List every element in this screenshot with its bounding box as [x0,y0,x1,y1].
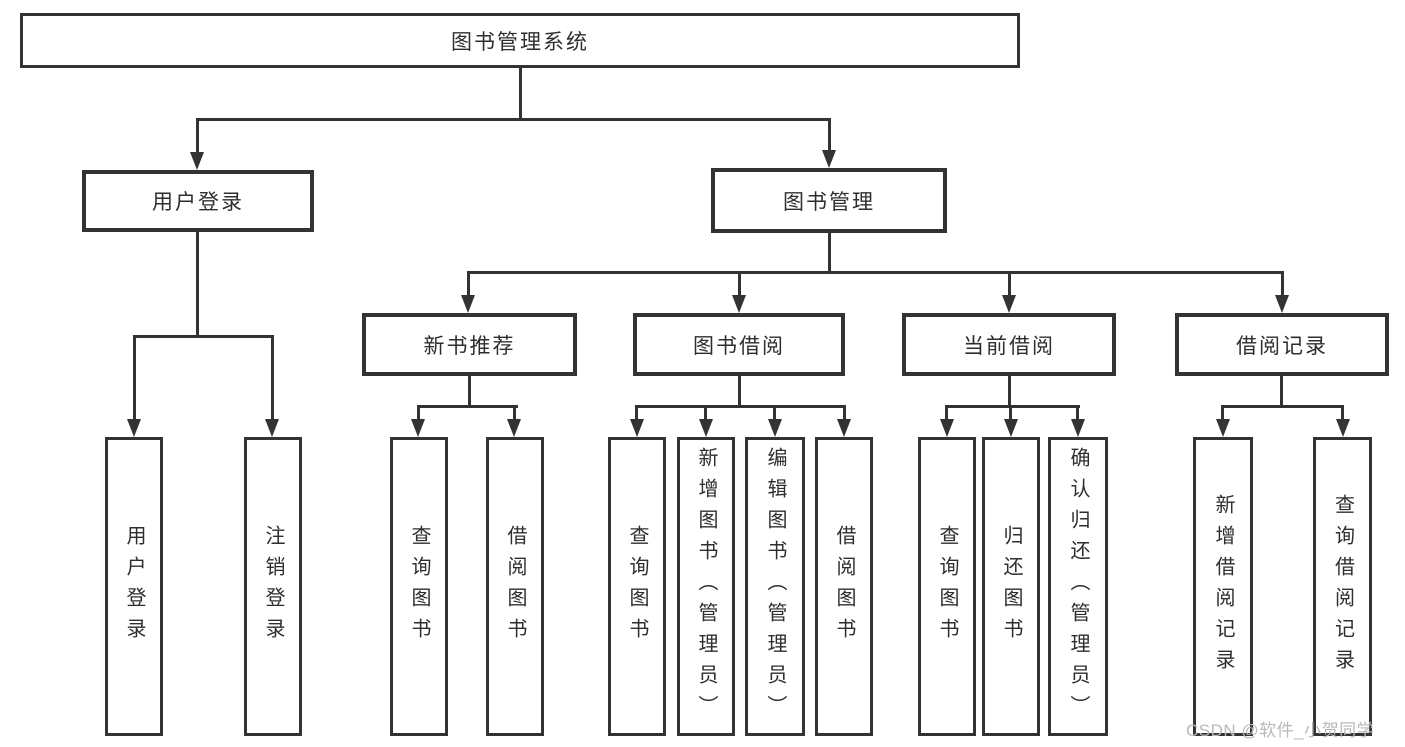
node-book-borrowing: 图书借阅 [633,313,845,376]
node-label: 借阅记录 [1236,334,1328,358]
connector-line [519,68,522,121]
node-label: 用户登录 [152,191,244,214]
node-label: 新书推荐 [423,334,516,358]
node-book-management: 图书管理 [711,168,947,233]
arrow-down-icon [768,419,782,437]
node-label: 当前借阅 [963,334,1055,358]
connector-line [1008,271,1011,298]
leaf-label: 新增图书（管理员） [695,447,717,726]
connector-line [513,405,516,422]
leaf-label: 借阅图书 [504,524,526,649]
leaf-label: 借阅图书 [833,524,855,649]
arrow-down-icon [1336,419,1350,437]
arrow-down-icon [1275,295,1289,313]
connector-line [1221,405,1344,408]
connector-line [467,271,470,298]
leaf-label: 归还图书 [1000,524,1022,649]
connector-line [773,405,776,422]
arrow-down-icon [822,150,836,168]
connector-line [738,376,741,408]
connector-line [196,232,199,338]
node-new-book-recommendation: 新书推荐 [362,313,577,376]
leaf-query-borrow-record: 查询借阅记录 [1313,437,1372,736]
connector-line [828,118,831,153]
arrow-down-icon [1004,419,1018,437]
connector-line [945,405,1080,408]
leaf-label: 查询图书 [936,524,958,649]
arrow-down-icon [265,419,279,437]
arrow-down-icon [1071,419,1085,437]
leaf-query-books-borrowing: 查询图书 [608,437,666,736]
arrow-down-icon [630,419,644,437]
leaf-borrow-books-borrowing: 借阅图书 [815,437,873,736]
connector-line [417,405,420,422]
leaf-edit-book-admin: 编辑图书（管理员） [745,437,805,736]
arrow-down-icon [411,419,425,437]
connector-line [1280,376,1283,408]
node-label: 图书借阅 [693,334,785,358]
node-borrowing-records: 借阅记录 [1175,313,1389,376]
arrow-down-icon [837,419,851,437]
leaf-label: 新增借阅记录 [1212,493,1234,680]
leaf-confirm-return-admin: 确认归还（管理员） [1048,437,1108,736]
connector-line [467,271,1284,274]
connector-line [1341,405,1344,422]
leaf-query-books-recommend: 查询图书 [390,437,448,736]
leaf-add-book-admin: 新增图书（管理员） [677,437,735,736]
leaf-label: 查询图书 [626,524,648,649]
node-label: 图书管理 [783,190,875,214]
connector-line [738,271,741,298]
leaf-label: 确认归还（管理员） [1067,447,1089,726]
leaf-borrow-books-recommend: 借阅图书 [486,437,544,736]
arrow-down-icon [940,419,954,437]
connector-line [1281,271,1284,298]
node-label: 图书管理系统 [451,30,589,54]
leaf-add-borrow-record: 新增借阅记录 [1193,437,1253,736]
connector-line [828,233,831,274]
connector-line [1008,376,1011,408]
node-book-management-system: 图书管理系统 [20,13,1020,68]
leaf-user-login: 用户登录 [105,437,163,736]
leaf-label: 查询借阅记录 [1331,493,1354,680]
connector-line [133,335,274,338]
arrow-down-icon [507,419,521,437]
arrow-down-icon [732,295,746,313]
node-user-login: 用户登录 [82,170,314,232]
csdn-watermark: CSDN @软件_小贺同学 [1186,721,1375,740]
leaf-query-books-current: 查询图书 [918,437,976,736]
connector-line [417,405,518,408]
leaf-label: 查询图书 [408,524,430,649]
connector-line [945,405,948,422]
connector-line [1221,405,1224,422]
connector-line [843,405,846,422]
connector-line [635,405,846,408]
arrow-down-icon [190,152,204,170]
connector-line [704,405,707,422]
connector-line [635,405,638,422]
connector-line [271,335,274,422]
arrow-down-icon [699,419,713,437]
leaf-label: 注销登录 [262,524,284,649]
connector-line [468,376,471,408]
arrow-down-icon [461,295,475,313]
connector-line [1076,405,1079,422]
connector-line [196,118,199,155]
connector-line [196,118,831,121]
connector-line [133,335,136,422]
arrow-down-icon [127,419,141,437]
arrow-down-icon [1216,419,1230,437]
leaf-label: 编辑图书（管理员） [764,447,786,726]
leaf-logout: 注销登录 [244,437,302,736]
node-current-borrowing: 当前借阅 [902,313,1116,376]
connector-line [1009,405,1012,422]
leaf-label: 用户登录 [123,524,145,649]
arrow-down-icon [1002,295,1016,313]
leaf-return-books: 归还图书 [982,437,1040,736]
